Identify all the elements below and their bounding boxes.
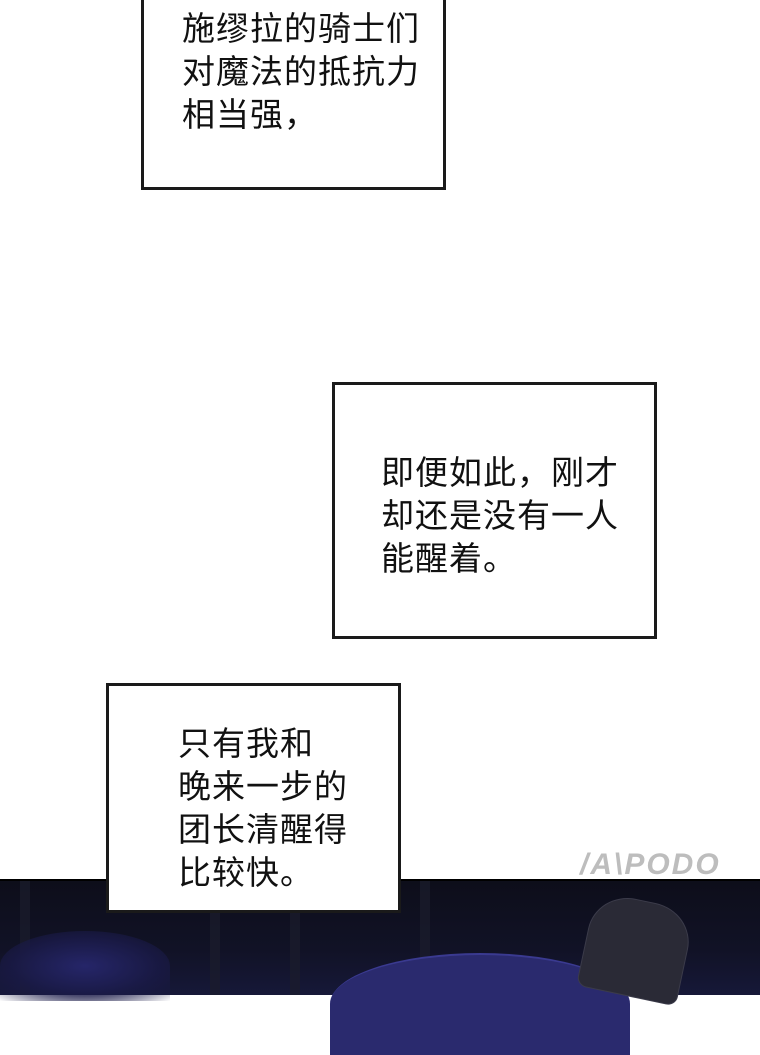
text-line: 能醒着。 bbox=[381, 539, 517, 578]
speech-box-2: 即便如此，刚才却还是没有一人能醒着。 bbox=[332, 382, 657, 639]
speech-text: 即便如此，刚才却还是没有一人能醒着。 bbox=[381, 451, 619, 580]
watermark-logo: /A\PODO bbox=[580, 848, 721, 881]
text-line: 晚来一步的 bbox=[178, 767, 348, 806]
background-pillar bbox=[290, 881, 300, 995]
background-pillar bbox=[420, 881, 430, 995]
speech-box-3: 只有我和晚来一步的团长清醒得比较快。 bbox=[106, 683, 401, 913]
text-line: 即便如此，刚才 bbox=[381, 453, 619, 492]
background-pillar bbox=[210, 881, 220, 995]
text-line: 只有我和 bbox=[178, 724, 314, 763]
speech-box-1: 施缪拉的骑士们对魔法的抵抗力相当强， bbox=[141, 0, 446, 190]
blue-glow bbox=[0, 931, 170, 1001]
text-line: 施缪拉的骑士们 bbox=[182, 9, 420, 48]
background-pillar bbox=[20, 881, 30, 995]
text-line: 却还是没有一人 bbox=[381, 496, 619, 535]
text-line: 对魔法的抵抗力 bbox=[182, 52, 420, 91]
speech-text: 只有我和晚来一步的团长清醒得比较快。 bbox=[178, 722, 348, 894]
text-line: 比较快。 bbox=[178, 853, 314, 892]
speech-text: 施缪拉的骑士们对魔法的抵抗力相当强， bbox=[182, 7, 420, 136]
text-line: 团长清醒得 bbox=[178, 810, 348, 849]
text-line: 相当强， bbox=[182, 95, 318, 134]
